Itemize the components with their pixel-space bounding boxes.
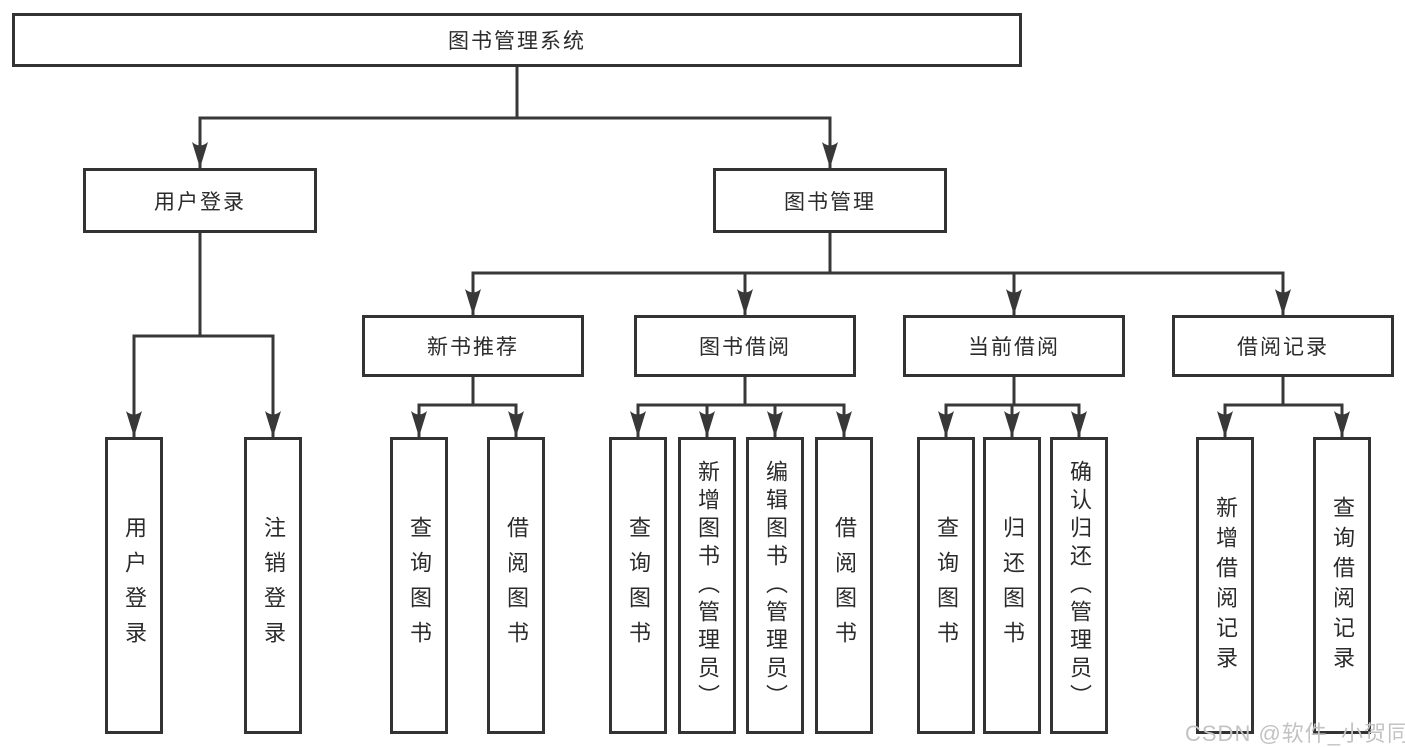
leaf-borrow-books: 借阅图书	[815, 437, 873, 734]
leaf-add-book-admin: 新增图书（管理员）	[678, 437, 736, 734]
leaf-logout: 注销登录	[244, 437, 302, 734]
leaf-query-books-current: 查询图书	[917, 437, 975, 734]
leaf-borrow-books-label: 借阅图书	[832, 515, 857, 656]
leaf-query-books-borrow-label: 查询图书	[626, 515, 651, 656]
node-new-book-recommend: 新书推荐	[362, 315, 584, 377]
leaf-borrow-books-recommend: 借阅图书	[487, 437, 545, 734]
leaf-query-books-borrow: 查询图书	[609, 437, 667, 734]
tree-branch-lines	[132, 65, 1344, 407]
leaf-user-login-label: 用户登录	[122, 515, 147, 656]
node-book-borrow-label: 图书借阅	[699, 336, 791, 359]
node-root-label: 图书管理系统	[448, 30, 586, 53]
leaf-query-books-recommend-label: 查询图书	[407, 515, 432, 656]
leaf-query-books-current-label: 查询图书	[934, 515, 959, 656]
leaf-confirm-return-admin-label: 确认归还（管理员）	[1067, 459, 1092, 712]
node-borrow-records-label: 借阅记录	[1237, 336, 1329, 359]
node-root: 图书管理系统	[12, 13, 1022, 67]
node-new-book-recommend-label: 新书推荐	[427, 336, 519, 359]
node-book-borrow: 图书借阅	[634, 315, 856, 377]
leaf-query-books-recommend: 查询图书	[390, 437, 448, 734]
node-current-borrow: 当前借阅	[903, 315, 1125, 377]
leaf-add-borrow-record-label: 新增借阅记录	[1213, 495, 1238, 676]
leaf-query-borrow-record: 查询借阅记录	[1313, 437, 1371, 734]
node-book-management: 图书管理	[713, 168, 947, 233]
leaf-return-books: 归还图书	[983, 437, 1041, 734]
leaf-logout-label: 注销登录	[261, 515, 286, 656]
node-borrow-records: 借阅记录	[1172, 315, 1394, 377]
leaf-query-borrow-record-label: 查询借阅记录	[1330, 495, 1355, 676]
leaf-edit-book-admin-label: 编辑图书（管理员）	[763, 459, 788, 712]
leaf-add-book-admin-label: 新增图书（管理员）	[695, 459, 720, 712]
leaf-borrow-books-recommend-label: 借阅图书	[504, 515, 529, 656]
node-book-management-label: 图书管理	[784, 190, 876, 214]
node-current-borrow-label: 当前借阅	[968, 336, 1060, 359]
leaf-user-login: 用户登录	[105, 437, 163, 734]
leaf-confirm-return-admin: 确认归还（管理员）	[1050, 437, 1108, 734]
csdn-watermark: CSDN @软件_小贺同学	[1185, 721, 1405, 746]
leaf-edit-book-admin: 编辑图书（管理员）	[746, 437, 804, 734]
leaf-add-borrow-record: 新增借阅记录	[1196, 437, 1254, 734]
node-user-login-label: 用户登录	[154, 190, 246, 214]
node-user-login: 用户登录	[83, 168, 317, 233]
leaf-return-books-label: 归还图书	[1000, 515, 1025, 656]
